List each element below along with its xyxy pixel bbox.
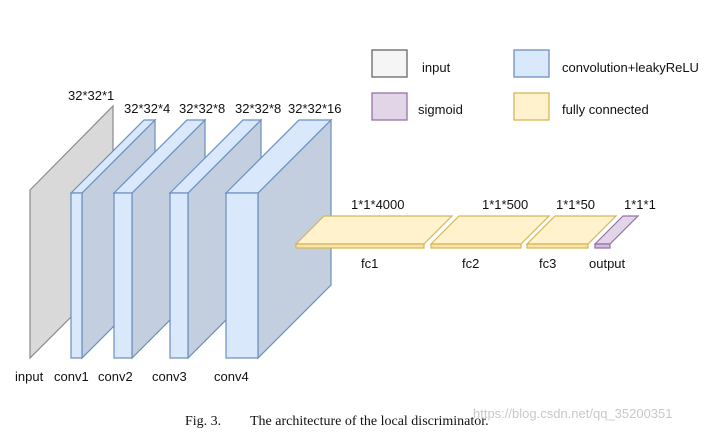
legend-label-conv: convolution+leakyReLU bbox=[562, 60, 699, 75]
conv4-label: conv4 bbox=[214, 369, 249, 384]
legend-swatch-conv bbox=[513, 49, 550, 78]
legend: input convolution+leakyReLU sigmoid full… bbox=[371, 49, 699, 121]
conv3-front bbox=[169, 192, 189, 359]
output-label: output bbox=[589, 256, 626, 271]
conv1-front bbox=[70, 192, 83, 359]
output-block: 1*1*1 output bbox=[589, 197, 656, 271]
output-front bbox=[594, 243, 611, 249]
fc3-dims: 1*1*50 bbox=[556, 197, 595, 212]
input-dims: 32*32*1 bbox=[68, 88, 114, 103]
figure-caption: Fig. 3. The architecture of the local di… bbox=[185, 414, 489, 429]
fc3-front bbox=[526, 243, 589, 249]
fc3-block: 1*1*50 fc3 bbox=[525, 197, 618, 271]
caption-text: The architecture of the local discrimina… bbox=[250, 414, 489, 429]
legend-swatch-fc bbox=[513, 92, 550, 121]
legend-swatch-sigmoid bbox=[371, 92, 408, 121]
fc1-front bbox=[295, 243, 425, 249]
fc3-label: fc3 bbox=[539, 256, 556, 271]
input-label: input bbox=[15, 369, 44, 384]
conv4-dims: 32*32*16 bbox=[288, 101, 342, 116]
caption-fig-number: Fig. 3. bbox=[185, 414, 221, 429]
fc2-block: 1*1*500 fc2 bbox=[429, 197, 551, 271]
legend-label-fc: fully connected bbox=[562, 102, 649, 117]
fc1-block: 1*1*4000 fc1 bbox=[294, 197, 454, 271]
conv1-dims: 32*32*4 bbox=[124, 101, 170, 116]
conv4-block: 32*32*16 conv4 bbox=[214, 101, 342, 384]
conv2-front bbox=[113, 192, 133, 359]
legend-label-sigmoid: sigmoid bbox=[418, 102, 463, 117]
conv4-front bbox=[225, 192, 259, 359]
conv3-dims: 32*32*8 bbox=[235, 101, 281, 116]
fc1-label: fc1 bbox=[361, 256, 378, 271]
fc1-dims: 1*1*4000 bbox=[351, 197, 405, 212]
legend-label-input: input bbox=[422, 60, 451, 75]
legend-swatch-input bbox=[371, 49, 408, 78]
conv3-label: conv3 bbox=[152, 369, 187, 384]
conv2-dims: 32*32*8 bbox=[179, 101, 225, 116]
fc2-label: fc2 bbox=[462, 256, 479, 271]
fc1-top bbox=[294, 215, 454, 245]
conv1-label: conv1 bbox=[54, 369, 89, 384]
fc2-front bbox=[430, 243, 522, 249]
watermark-text: https://blog.csdn.net/qq_35200351 bbox=[473, 406, 673, 421]
fc2-dims: 1*1*500 bbox=[482, 197, 528, 212]
conv2-label: conv2 bbox=[98, 369, 133, 384]
output-dims: 1*1*1 bbox=[624, 197, 656, 212]
